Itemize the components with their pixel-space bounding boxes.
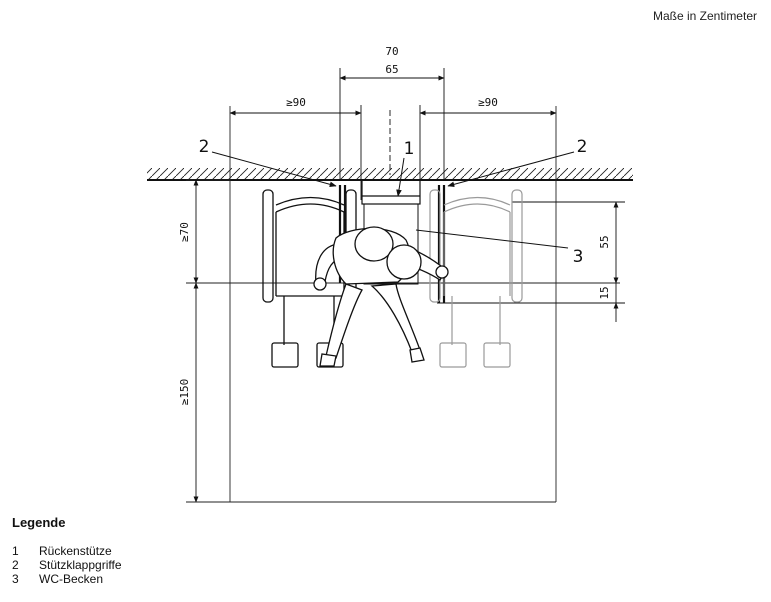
legend-item-number: 2 — [12, 558, 19, 572]
wheelchair-right — [429, 189, 523, 368]
legend-item-label: WC-Becken — [39, 572, 104, 586]
callout-2-right: 2 — [577, 137, 588, 157]
seat-width-dimensions — [339, 68, 445, 200]
legend-title: Legende — [12, 515, 66, 530]
legend-item: 1 Rückenstütze — [12, 544, 122, 558]
callout-2-left: 2 — [199, 137, 210, 157]
person-figure — [313, 226, 449, 367]
dim-front-space: ≥150 — [178, 379, 191, 406]
callout-3: 3 — [573, 247, 584, 267]
legend-item-number: 3 — [12, 572, 19, 586]
callout-1: 1 — [404, 139, 415, 159]
toilet-layout-drawing: 70 65 ≥90 ≥90 ≥70 ≥150 55 15 — [147, 45, 633, 503]
right-depth-dimensions — [437, 201, 625, 322]
legend-item-label: Rückenstütze — [39, 544, 112, 558]
legend-item-label: Stützklappgriffe — [39, 558, 122, 572]
units-note: Maße in Zentimeter — [652, 9, 757, 23]
dim-right-clearance: ≥90 — [478, 96, 498, 109]
backrest — [361, 179, 421, 205]
legend-item: 2 Stützklappgriffe — [12, 558, 122, 572]
dim-backrest-to-front: 55 — [598, 235, 611, 248]
dim-seat-outer-width: 70 — [385, 45, 398, 58]
dim-seat-inner-width: 65 — [385, 63, 398, 76]
dim-front-depth: ≥70 — [178, 222, 191, 242]
legend-item: 3 WC-Becken — [12, 572, 122, 586]
dim-pan-offset: 15 — [598, 286, 611, 299]
legend: Legende 1 Rückenstütze 2 Stützklappgriff… — [12, 515, 122, 586]
callout-lines — [211, 151, 575, 249]
dim-left-clearance: ≥90 — [286, 96, 306, 109]
legend-item-number: 1 — [12, 544, 19, 558]
clearance-area — [186, 106, 620, 503]
